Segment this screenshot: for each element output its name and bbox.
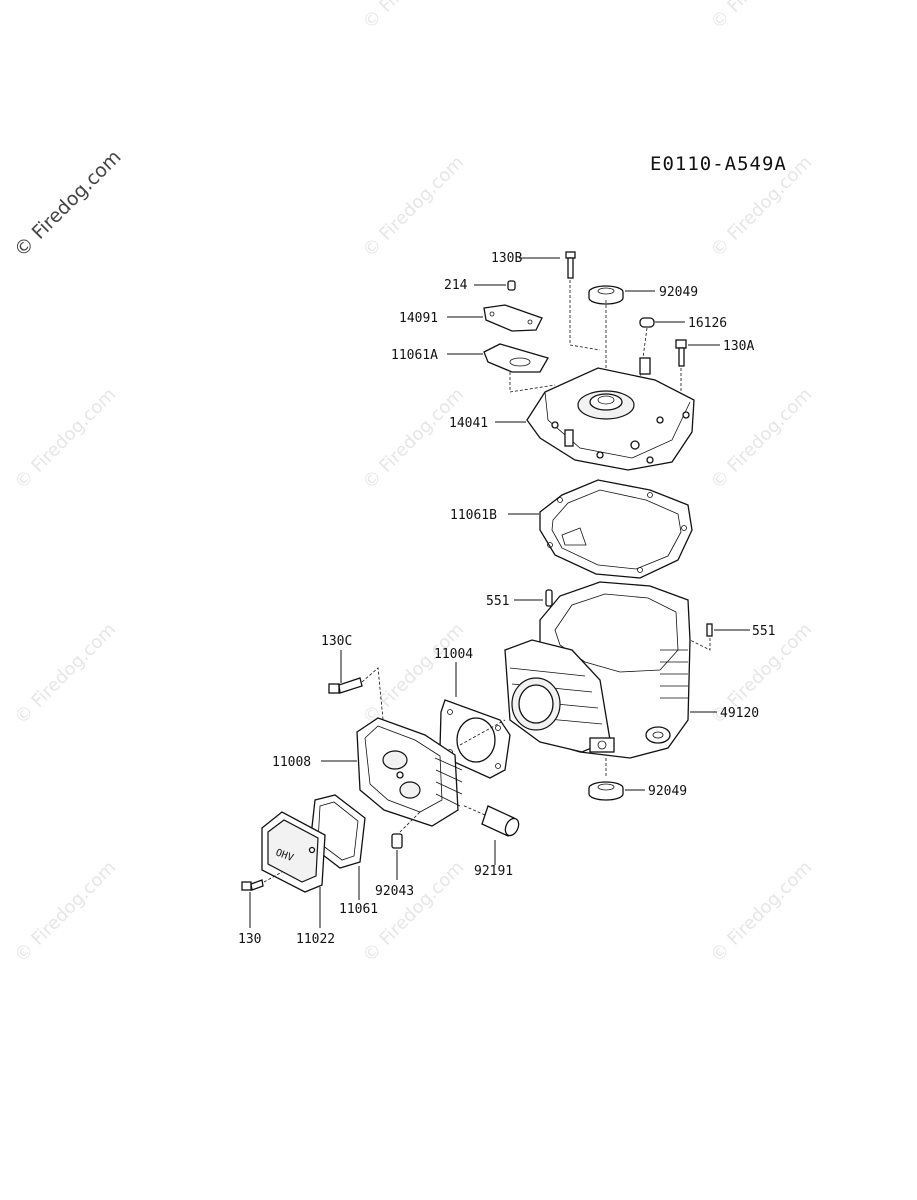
watermark: © Firedog.com <box>11 619 121 729</box>
bolt-130b <box>519 251 601 351</box>
gasket-11061b <box>508 479 693 579</box>
label-130c: 130C <box>321 634 352 649</box>
part-16126 <box>639 317 685 381</box>
part-labels: 130B 214 92049 14091 16126 11061A 130A 1… <box>238 251 775 947</box>
label-92049-bottom: 92049 <box>648 784 687 799</box>
label-92043: 92043 <box>375 884 414 899</box>
dowel-551-left <box>514 589 553 607</box>
watermark: © Firedog.com <box>707 857 817 967</box>
label-551-left: 551 <box>486 594 509 609</box>
diagram-code: E0110-A549A <box>650 153 787 175</box>
watermark: © Firedog.com <box>11 857 121 967</box>
bolt-130c <box>328 650 386 741</box>
main-watermark: © Firedog.com <box>10 146 125 261</box>
gasket-11004 <box>439 662 511 779</box>
label-130a: 130A <box>723 339 754 354</box>
watermark: © Firedog.com <box>359 0 469 34</box>
label-130: 130 <box>238 932 261 947</box>
stud-92043 <box>391 811 421 880</box>
label-14091: 14091 <box>399 311 438 326</box>
oil-seal-92049-top <box>588 285 655 385</box>
watermark: © Firedog.com <box>11 384 121 494</box>
label-49120: 49120 <box>720 706 759 721</box>
watermark: © Firedog.com <box>359 384 469 494</box>
cover-11022: OHV <box>261 811 326 928</box>
plate-14091 <box>447 304 543 332</box>
crankcase-49120 <box>504 581 717 759</box>
cylinder-head-group: OHV <box>241 650 520 928</box>
label-11061a: 11061A <box>391 348 438 363</box>
pipe-92191 <box>461 804 520 865</box>
label-92049-top: 92049 <box>659 285 698 300</box>
pin-214 <box>474 280 516 291</box>
label-11061b: 11061B <box>450 508 497 523</box>
gasket-11061a <box>447 343 556 393</box>
watermark: © Firedog.com <box>707 384 817 494</box>
crankcase-cover-14041 <box>495 357 695 471</box>
label-11022: 11022 <box>296 932 335 947</box>
label-11008: 11008 <box>272 755 311 770</box>
crankcase-group <box>504 581 750 801</box>
label-214: 214 <box>444 278 468 293</box>
watermark: © Firedog.com <box>707 0 817 34</box>
bolt-130a <box>675 339 720 402</box>
label-14041: 14041 <box>449 416 488 431</box>
watermark-grid: © Firedog.com © Firedog.com © Firedog.co… <box>11 0 817 967</box>
bolt-130 <box>241 871 283 928</box>
cylinder-head-11008 <box>321 717 463 827</box>
label-130b: 130B <box>491 251 522 266</box>
crankcase-cover-group <box>447 251 720 579</box>
watermark: © Firedog.com <box>359 152 469 262</box>
label-11004: 11004 <box>434 647 473 662</box>
label-551-right: 551 <box>752 624 775 639</box>
oil-seal-92049-bottom <box>588 758 645 801</box>
label-92191: 92191 <box>474 864 513 879</box>
label-16126: 16126 <box>688 316 727 331</box>
dowel-551-right <box>689 623 750 651</box>
label-11061: 11061 <box>339 902 378 917</box>
